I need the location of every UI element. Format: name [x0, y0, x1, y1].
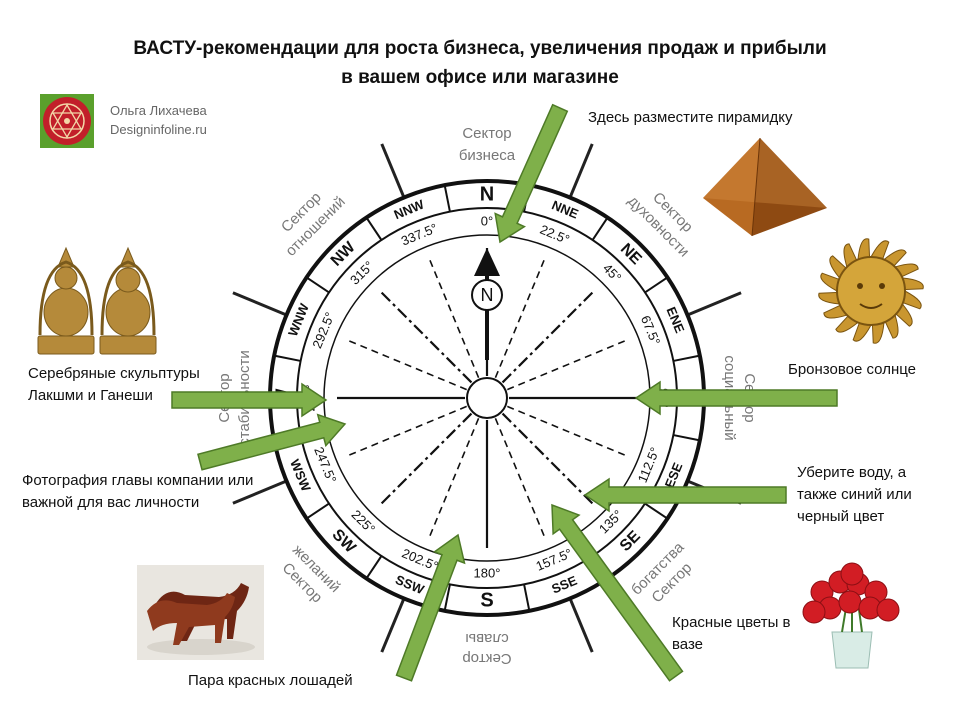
pyramid-image — [700, 130, 830, 240]
rose — [876, 598, 900, 622]
compass-spoke — [428, 418, 480, 537]
ring-tick — [644, 276, 668, 294]
sector-label-business: Сектор — [462, 125, 511, 142]
center-circle — [466, 377, 508, 419]
sun-mouth — [859, 303, 883, 309]
green-arrow-water — [583, 477, 787, 513]
rose — [838, 590, 862, 614]
author-site: Designinfoline.ru — [110, 122, 207, 137]
sector-divider-line — [380, 143, 405, 198]
pyramid-label: Здесь разместите пирамидку — [588, 109, 793, 126]
bronze-sun-label: Бронзовое солнце — [788, 361, 916, 378]
sector-divider-line — [569, 143, 594, 198]
green-arrow-horses — [395, 533, 466, 682]
sector-divider-line — [232, 291, 287, 316]
red-horses-label: Пара красных лошадей — [188, 672, 353, 689]
ring-tick — [365, 555, 383, 579]
author-name: Ольга Лихачева — [110, 103, 207, 118]
direction-label-s: S — [480, 589, 493, 611]
company-head-photo-label: Фотография главы компании или важной для… — [22, 472, 254, 511]
red-flowers-label: Красные цветы в вазе — [672, 614, 791, 653]
red-horses-image — [137, 565, 264, 660]
ring-tick — [306, 276, 330, 294]
green-arrow-sun — [634, 380, 838, 416]
rose — [802, 600, 826, 624]
sector-label-fame: Сектор — [462, 650, 511, 667]
ring-tick — [306, 502, 330, 520]
north-marker-label: N — [481, 285, 494, 305]
compass-spoke — [348, 339, 467, 391]
ring-tick — [443, 584, 451, 612]
ring-tick — [365, 217, 383, 241]
ring-tick — [523, 584, 531, 612]
ring-tick — [273, 354, 301, 362]
sector-divider-line — [687, 291, 742, 316]
sun-face — [836, 256, 906, 326]
north-marker-circle — [471, 279, 503, 311]
sector-label-business: бизнеса — [459, 147, 516, 164]
author-block: Ольга Лихачева Designinfoline.ru — [40, 94, 260, 148]
green-arrow-lakshmi — [171, 382, 328, 418]
degree-label: 0° — [481, 213, 493, 228]
sector-divider-line — [569, 598, 594, 653]
degree-label: 180° — [474, 565, 501, 580]
compass-spoke — [507, 339, 626, 391]
sri-yantra-logo — [40, 94, 94, 148]
compass-spoke — [494, 418, 546, 537]
sector-label-fame: славы — [465, 630, 508, 647]
ring-tick — [673, 434, 701, 442]
ring-tick — [644, 502, 668, 520]
ring-tick — [673, 354, 701, 362]
lakshmi-ganesha-image — [30, 240, 162, 360]
green-arrow-photo — [197, 413, 347, 471]
remove-water-label: Уберите воду, а также синий или черный ц… — [797, 464, 912, 525]
lakshmi-ganesha-label: Серебряные скульптуры Лакшми и Ганеши — [28, 365, 200, 404]
compass-spoke — [507, 405, 626, 457]
compass-spoke — [494, 259, 546, 378]
title-line-2: в вашем офисе или магазине — [341, 67, 619, 88]
rose — [840, 562, 864, 586]
compass-spoke — [380, 412, 473, 505]
sector-divider-line — [380, 598, 405, 653]
sector-divider-line — [232, 480, 287, 505]
title-line-1: ВАСТУ-рекомендации для роста бизнеса, ув… — [133, 38, 827, 59]
compass-spoke — [501, 412, 594, 505]
bronze-sun-image — [812, 232, 930, 350]
compass-spoke — [348, 405, 467, 457]
compass-spoke — [428, 259, 480, 378]
compass-spoke — [501, 291, 594, 384]
green-arrow-pyramid — [494, 103, 569, 244]
north-arrow-head — [474, 248, 500, 276]
sun-eye — [879, 283, 885, 289]
sun-eye — [857, 283, 863, 289]
compass-spoke — [380, 291, 473, 384]
green-arrow-flowers — [551, 503, 684, 682]
direction-label-n: N — [480, 183, 494, 205]
red-flowers-image — [792, 562, 912, 674]
ring-tick — [591, 217, 609, 241]
ring-tick — [443, 184, 451, 212]
